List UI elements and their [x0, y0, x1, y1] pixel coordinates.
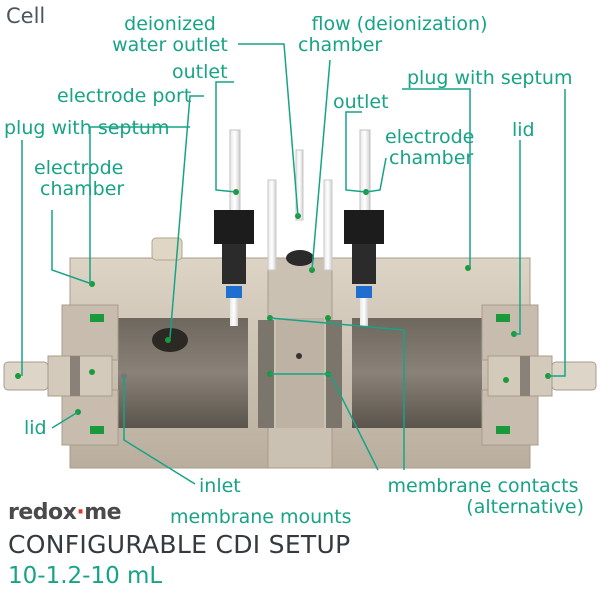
right-fitting-nut [344, 210, 384, 244]
label-line: chamber [389, 147, 474, 169]
flow-chamber-tube-right [323, 179, 333, 271]
logo-part: redox [8, 500, 77, 525]
label-membrane-mounts: membrane mounts [170, 506, 352, 528]
setup-volume: 10-1.2-10 mL [8, 563, 163, 589]
label-line: water outlet [112, 34, 228, 56]
label-line: electrode [385, 126, 475, 148]
left-lid-top [61, 304, 119, 361]
redoxme-logo: redox·me [8, 500, 122, 525]
flow-chamber-core [276, 318, 324, 428]
logo-dot: · [76, 500, 85, 525]
left-plug [3, 361, 49, 391]
logo-part: me [84, 500, 122, 525]
label-plug-septum-left: plug with septum [4, 117, 170, 139]
label-electrode-chamber-left: electrode chamber [34, 158, 124, 200]
right-fitting-thread [352, 244, 376, 284]
label-deionized-water-outlet: deionized water outlet [100, 14, 240, 56]
label-membrane-contacts: membrane contacts (alternative) [372, 476, 594, 518]
membrane-mount-right [326, 320, 342, 428]
page-title: Cell [6, 4, 46, 28]
left-lid-bottom [61, 389, 119, 446]
right-lid-bottom [481, 389, 539, 446]
label-line: chamber [298, 34, 383, 56]
label-electrode-port: electrode port [57, 85, 192, 107]
label-lid-left: lid [24, 417, 47, 439]
right-electrode-chamber [352, 318, 482, 428]
label-flow-chamber: flow (deionization) chamber [292, 14, 507, 56]
label-outlet-right: outlet [333, 91, 389, 113]
label-electrode-chamber-right: electrode chamber [385, 127, 474, 169]
flow-chamber-tube-left [267, 179, 277, 271]
label-line: deionized [124, 13, 216, 35]
label-inlet: inlet [199, 475, 241, 497]
membrane-mount-left [258, 320, 274, 428]
setup-title: CONFIGURABLE CDI SETUP [8, 530, 351, 559]
left-fitting-nut [214, 210, 254, 244]
label-plug-septum-right: plug with septum [407, 67, 573, 89]
label-line: membrane contacts [387, 475, 579, 497]
leader-lines [21, 43, 566, 485]
label-line: chamber [40, 178, 125, 200]
label-outlet-left: outlet [172, 61, 228, 83]
electrode-port-knob [151, 237, 183, 261]
label-line: (alternative) [466, 496, 584, 518]
right-lid-top [481, 304, 539, 361]
left-fitting-thread [222, 244, 246, 284]
label-lid-right: lid [512, 119, 535, 141]
label-line: flow (deionization) [311, 13, 488, 35]
label-line: electrode [34, 157, 124, 179]
